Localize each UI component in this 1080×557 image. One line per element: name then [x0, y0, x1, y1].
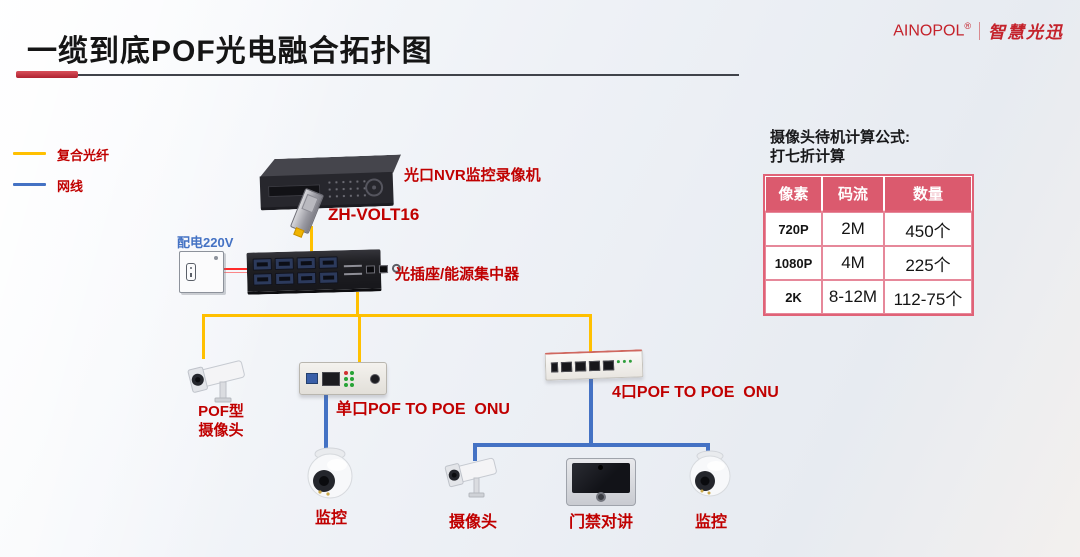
dome-camera1-label: 监控: [314, 510, 347, 527]
camera-capacity-table: 像素 码流 数量 720P 2M 450个 1080P 4M 225个 2K 8…: [763, 174, 974, 316]
intercom-device: [566, 458, 636, 506]
power-box-screw: [214, 256, 218, 260]
cell-quantity: 450个: [884, 212, 972, 246]
ethernet-cable-onu4-down: [589, 379, 593, 445]
cell-pixels: 2K: [765, 280, 822, 314]
fiber-cable-to-onu1: [358, 314, 361, 364]
intercom-camera-dot: [598, 465, 603, 470]
onu4-uplink-port: [550, 361, 559, 372]
hub-port-grid: [252, 256, 339, 286]
dome-camera2-device: [682, 448, 738, 507]
fiber-cable-to-onu4: [589, 314, 592, 354]
brand-tagline: 智慧光迅: [988, 23, 1064, 42]
fiber-legend-swatch: [13, 152, 46, 155]
hub-uplink-section: [343, 263, 402, 275]
camera2-device: [438, 450, 508, 509]
hub-label: 光插座/能源集中器: [395, 266, 520, 283]
onu1-fiber-port: [306, 373, 318, 384]
cell-quantity: 112-75个: [884, 280, 972, 314]
cell-quantity: 225个: [884, 246, 972, 280]
nvr-label: 光口NVR监控录像机: [404, 167, 541, 184]
onu1-leds: [344, 370, 354, 387]
ethernet-cable-onu1-to-dome1: [324, 395, 328, 451]
logo-divider: [979, 21, 980, 40]
table-row: 2K 8-12M 112-75个: [765, 280, 972, 314]
power-label: 配电220V: [177, 235, 234, 250]
intercom-button: [596, 492, 606, 502]
power-wire-2: [224, 272, 249, 273]
header-bitrate: 码流: [822, 176, 884, 212]
cell-pixels: 720P: [765, 212, 822, 246]
cell-bitrate: 4M: [822, 246, 884, 280]
pof-camera-device: [180, 352, 258, 413]
onu4-device: [544, 349, 644, 381]
ethernet-cable-to-camera2: [473, 443, 477, 461]
table-row: 1080P 4M 225个: [765, 246, 972, 280]
nvr-vent-dots: [325, 177, 369, 202]
ethernet-cable-branch: [473, 443, 710, 447]
title-underline-accent: [16, 71, 78, 78]
fiber-cable-to-pof-camera: [202, 314, 205, 359]
onu1-device: [299, 362, 387, 395]
header-pixels: 像素: [765, 176, 822, 212]
cell-bitrate: 2M: [822, 212, 884, 246]
pof-camera-label: POF型摄像头: [198, 403, 244, 439]
ethernet-legend-swatch: [13, 183, 46, 186]
sfp-label: ZH-VOLT16: [328, 205, 420, 224]
registered-mark-icon: ®: [964, 20, 971, 31]
ethernet-legend-label: 网线: [57, 179, 84, 194]
power-wire-1: [224, 268, 249, 270]
intercom-label: 门禁对讲: [568, 514, 633, 531]
table-row: 720P 2M 450个: [765, 212, 972, 246]
header-quantity: 数量: [884, 176, 972, 212]
fiber-cable-trunk: [202, 314, 592, 317]
page-title: 一缆到底POF光电融合拓扑图: [27, 35, 433, 68]
onu1-rj45-port: [322, 371, 340, 386]
dome-camera1-device: [299, 445, 361, 508]
socket-icon: [186, 263, 196, 281]
hub-print-lines: [343, 264, 363, 275]
table-header-row: 像素 码流 数量: [765, 176, 972, 212]
dome-camera2-label: 监控: [694, 514, 727, 531]
power-supply-box: [179, 251, 224, 293]
cell-pixels: 1080P: [765, 246, 822, 280]
hub-sc-port: [365, 264, 376, 274]
onu4-label: 4口POF TO POE ONU: [612, 384, 779, 401]
fiber-cable-nvr-to-hub: [310, 226, 313, 254]
camera2-label: 摄像头: [448, 514, 497, 531]
brand-logo: AINOPOL® 智慧光迅: [893, 18, 1064, 43]
title-underline: [78, 74, 739, 76]
hub-sc-port2: [378, 264, 389, 273]
fiber-legend-label: 复合光纤: [57, 148, 110, 163]
onu1-label: 单口POF TO POE ONU: [336, 401, 510, 418]
cell-bitrate: 8-12M: [822, 280, 884, 314]
optical-hub-device: [246, 249, 402, 295]
sfp-connector: [293, 227, 305, 238]
nvr-power-knob: [365, 178, 384, 197]
onu1-dc-jack: [370, 373, 380, 384]
calc-formula-title: 摄像头待机计算公式: 打七折计算: [770, 129, 910, 165]
brand-name: AINOPOL®: [893, 20, 971, 40]
fiber-cable-hub-down: [356, 292, 359, 317]
